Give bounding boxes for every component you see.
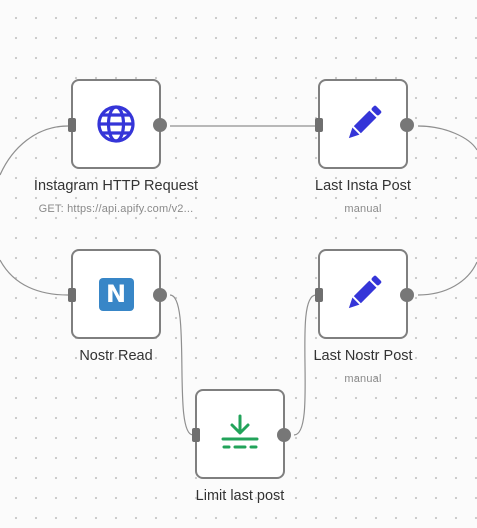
pencil-icon xyxy=(339,100,387,148)
input-port[interactable] xyxy=(315,288,323,302)
output-port[interactable] xyxy=(153,288,167,302)
connection-limit-to-last-nostr[interactable] xyxy=(293,294,317,436)
node-limit-last-post[interactable] xyxy=(192,389,291,479)
globe-icon xyxy=(92,100,140,148)
node-last-insta-post[interactable] xyxy=(315,79,414,169)
node-title-instagram-http-request: Instagram HTTP Request xyxy=(33,178,199,194)
node-nostr-read[interactable]: N xyxy=(68,249,167,339)
output-port[interactable] xyxy=(400,118,414,132)
connection-offscreen-to-instagram[interactable] xyxy=(0,125,69,176)
connection-offscreen-to-nostr-read[interactable] xyxy=(0,259,69,296)
connection-last-insta-to-offscreen[interactable] xyxy=(417,125,477,151)
node-instagram-http-request[interactable] xyxy=(68,79,167,169)
nostr-logo-letter: N xyxy=(98,277,134,311)
nostr-logo-icon: N xyxy=(92,270,140,318)
input-port[interactable] xyxy=(192,428,200,442)
output-port[interactable] xyxy=(277,428,291,442)
input-port[interactable] xyxy=(315,118,323,132)
node-title-limit-last-post: Limit last post xyxy=(195,488,285,504)
limit-arrow-down-icon xyxy=(216,410,264,458)
node-subtitle-instagram-http-request: GET: https://api.apify.com/v2... xyxy=(38,203,194,215)
node-last-nostr-post[interactable] xyxy=(315,249,414,339)
output-port[interactable] xyxy=(153,118,167,132)
input-port[interactable] xyxy=(68,118,76,132)
node-title-last-nostr-post: Last Nostr Post xyxy=(313,348,413,364)
node-title-nostr-read: Nostr Read xyxy=(79,348,153,364)
node-subtitle-last-insta-post: manual xyxy=(344,203,382,215)
connection-last-nostr-to-offscreen[interactable] xyxy=(417,261,477,296)
pencil-icon xyxy=(339,270,387,318)
node-title-last-insta-post: Last Insta Post xyxy=(315,178,411,194)
node-subtitle-last-nostr-post: manual xyxy=(344,373,382,385)
output-port[interactable] xyxy=(400,288,414,302)
connection-nostr-read-to-limit[interactable] xyxy=(169,294,194,436)
input-port[interactable] xyxy=(68,288,76,302)
